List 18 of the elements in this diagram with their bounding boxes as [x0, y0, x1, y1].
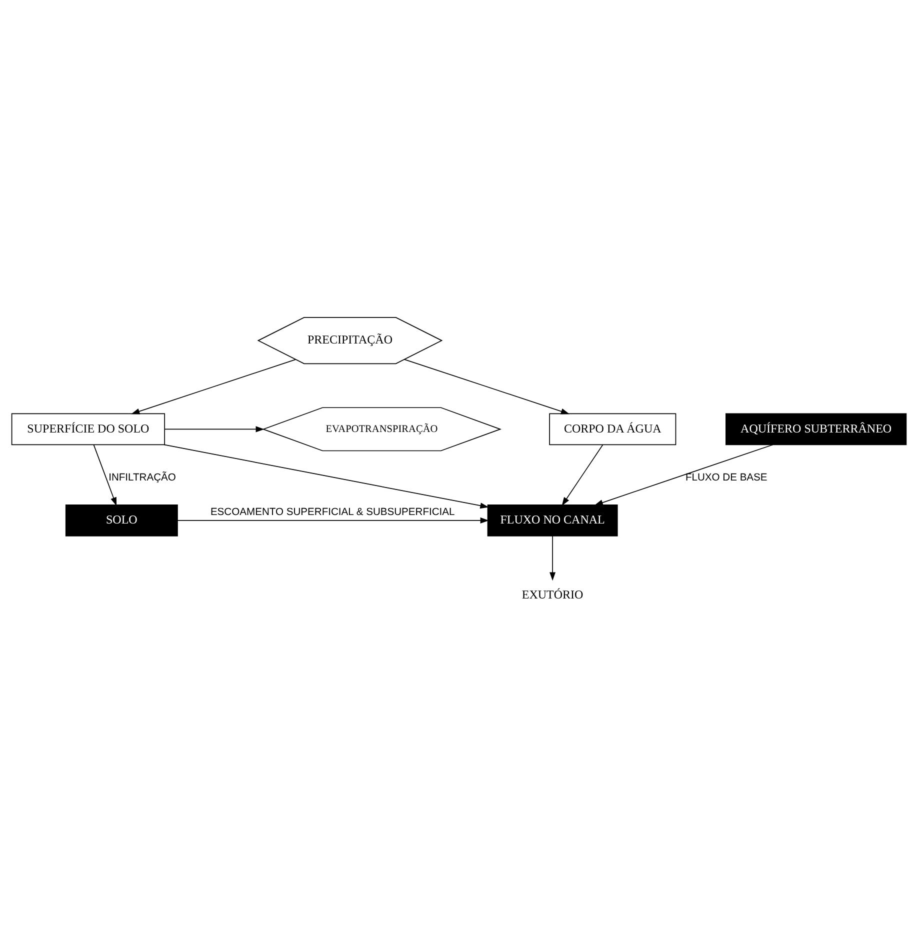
node-box: SUPERFÍCIE DO SOLO — [11, 412, 166, 445]
arrow — [177, 516, 489, 523]
arrow — [164, 444, 489, 508]
arrow — [404, 358, 570, 414]
edge-label: INFILTRAÇÃO — [108, 472, 176, 484]
node-box: FLUXO NO CANAL — [487, 504, 618, 536]
node-box: AQUÍFERO SUBTERRÂNEO — [726, 412, 907, 445]
node-box: CORPO DA ÁGUA — [549, 412, 676, 445]
arrow — [131, 358, 296, 414]
node-text: EXUTÓRIO — [522, 586, 584, 601]
arrow — [93, 444, 117, 506]
arrow — [550, 535, 556, 580]
arrow — [562, 444, 604, 506]
node-box: SOLO — [65, 504, 178, 536]
arrow — [164, 426, 264, 432]
edge-label: FLUXO DE BASE — [685, 472, 768, 484]
edge-label: ESCOAMENTO SUPERFICIAL & SUBSUPERFICIAL — [210, 506, 455, 518]
arrow — [594, 444, 774, 505]
